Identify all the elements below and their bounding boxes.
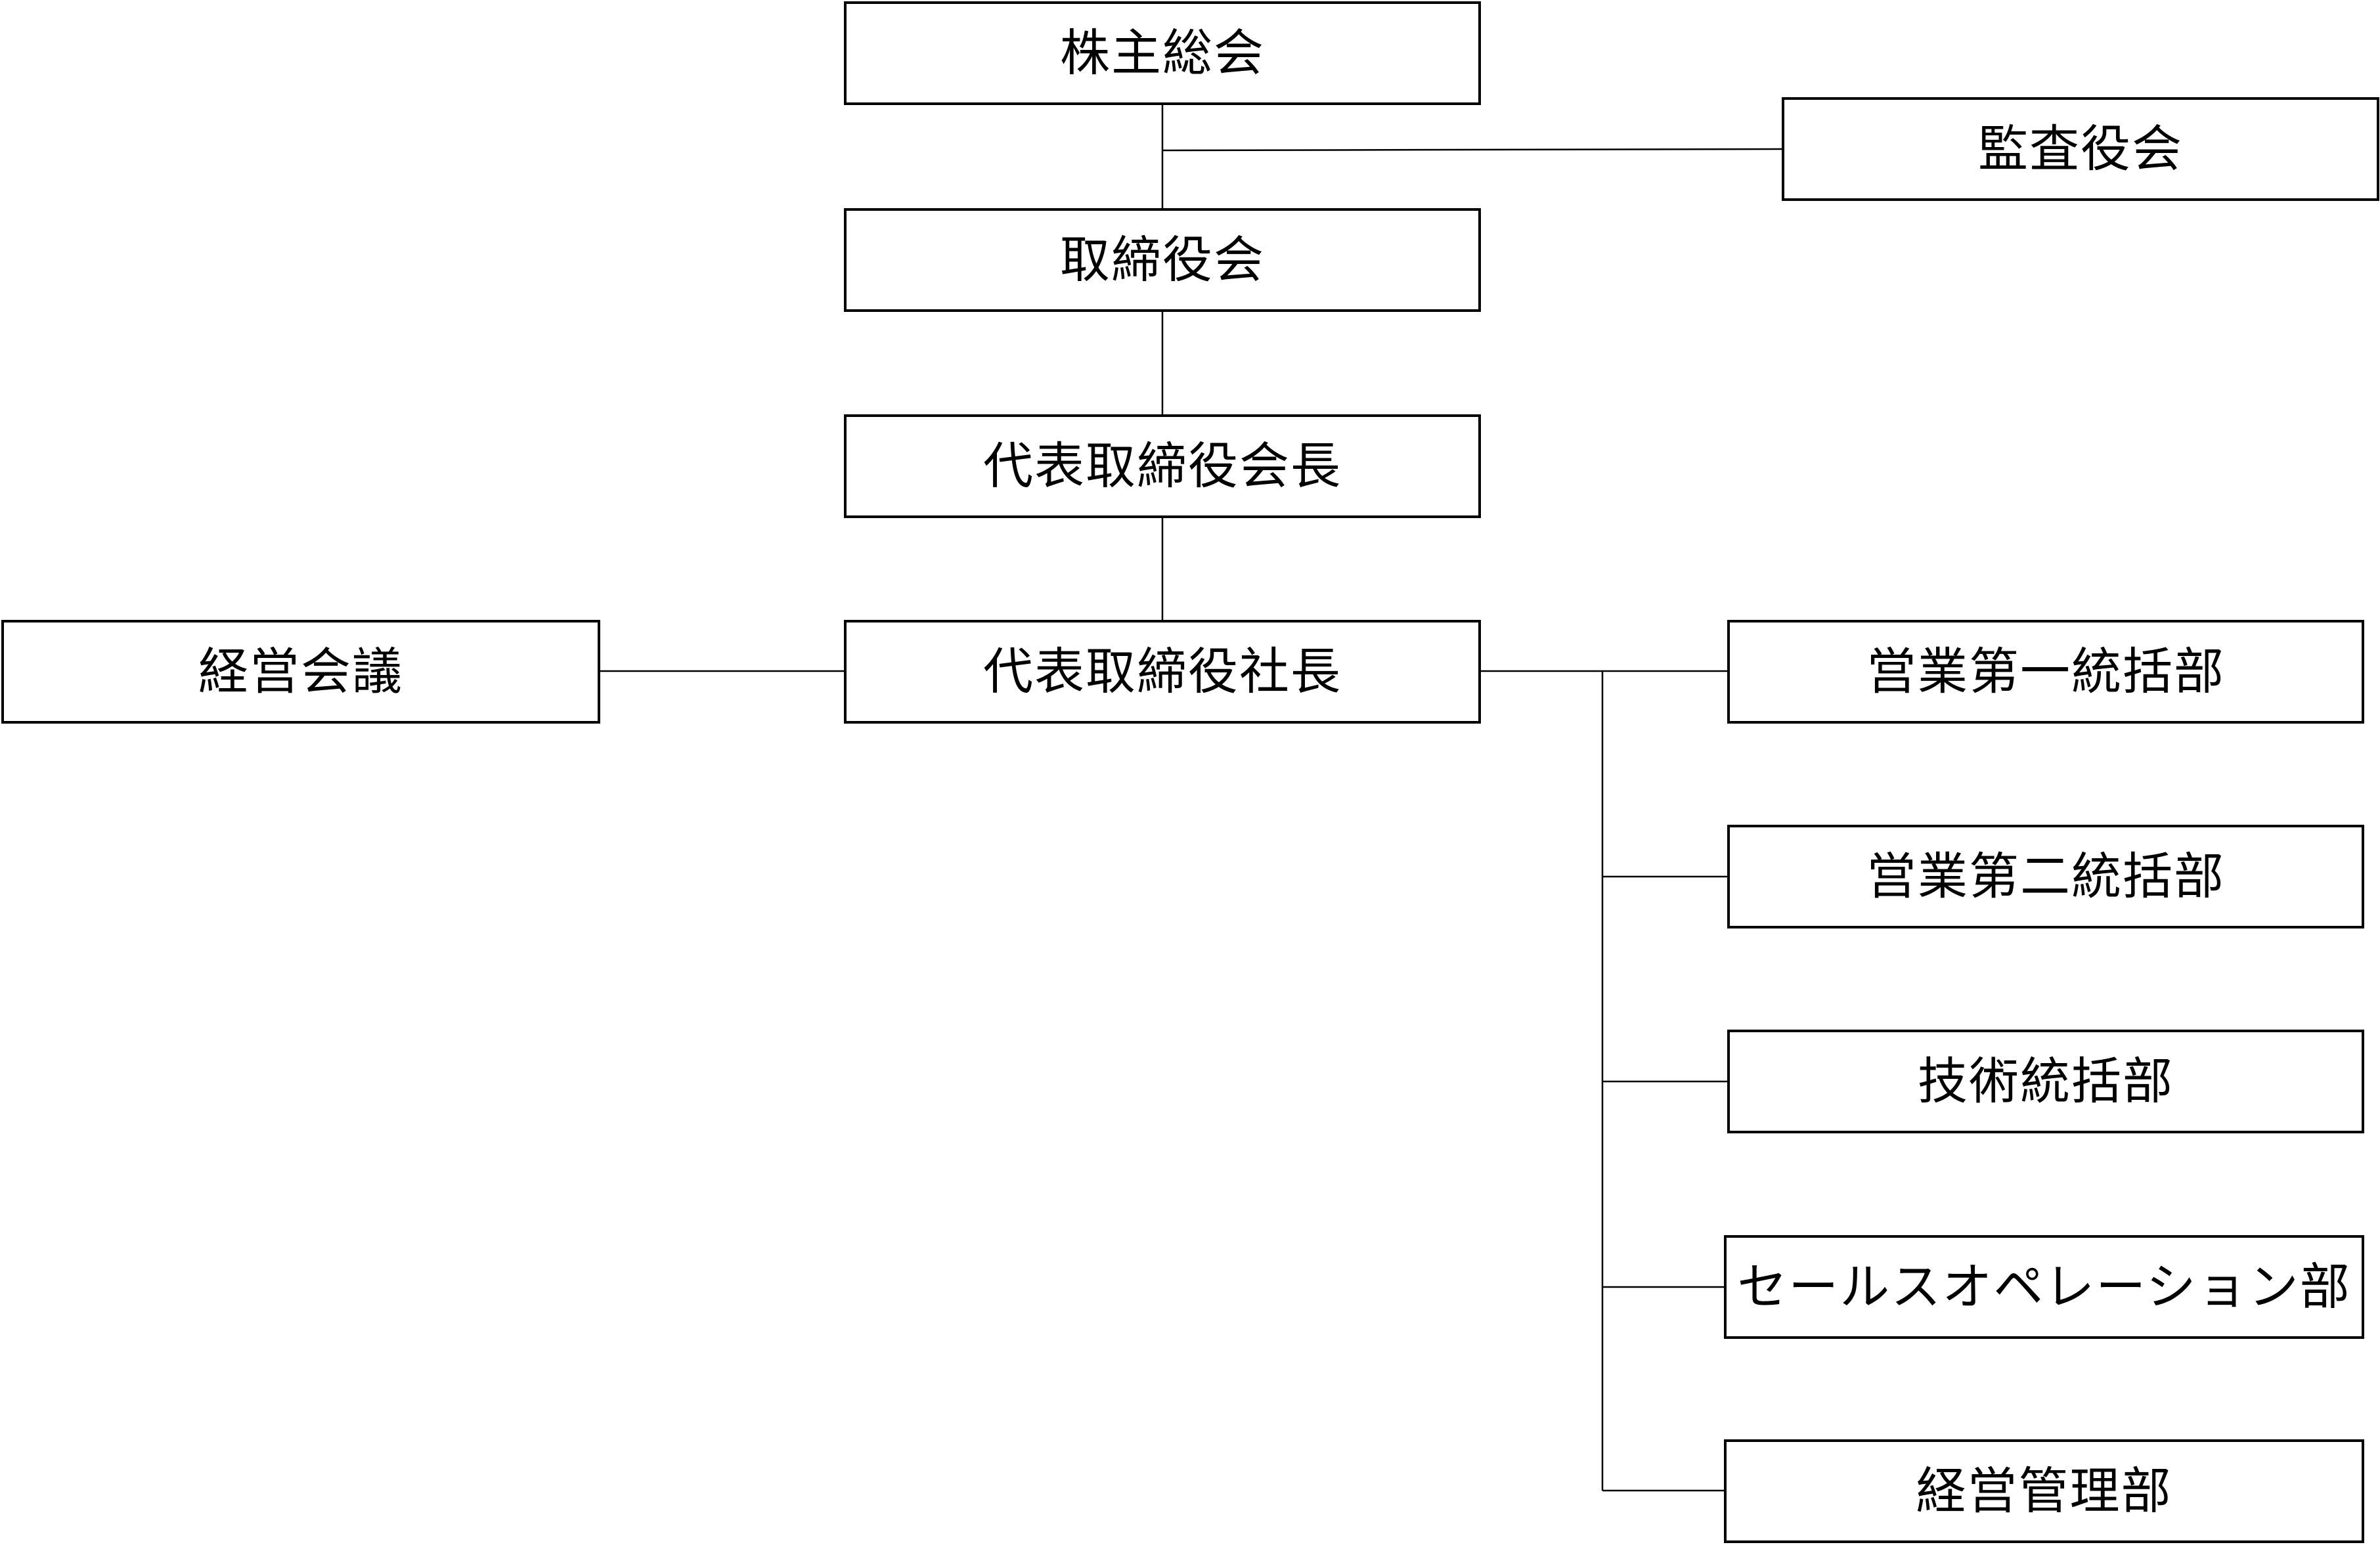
technology-division-label: 技術統括部 [1918,1052,2174,1110]
audit-board-box: 監査役会 [1782,97,2379,201]
president-label: 代表取締役社長 [983,642,1342,701]
sales-division-2-box: 営業第二統括部 [1727,825,2364,928]
sales-operations-dept-box: セールスオペレーション部 [1724,1235,2364,1339]
management-admin-dept-box: 経営管理部 [1724,1439,2364,1543]
president-box: 代表取締役社長 [844,620,1481,724]
audit-board-label: 監査役会 [1978,120,2183,178]
board-of-directors-box: 取締役会 [844,208,1481,312]
sales-division-2-label: 営業第二統括部 [1866,847,2225,905]
connector-to-audit-board [1162,148,1782,152]
sales-division-1-label: 営業第一統括部 [1866,642,2225,701]
technology-division-box: 技術統括部 [1727,1030,2364,1133]
management-admin-dept-label: 経営管理部 [1916,1462,2172,1520]
chairman-label: 代表取締役会長 [983,437,1342,495]
management-meeting-box: 経営会議 [1,620,600,724]
chairman-box: 代表取締役会長 [844,414,1481,518]
board-of-directors-label: 取締役会 [1060,230,1265,289]
shareholders-meeting-box: 株主総会 [844,1,1481,105]
sales-operations-dept-label: セールスオペレーション部 [1737,1257,2351,1316]
management-meeting-label: 経営会議 [198,642,403,701]
sales-division-1-box: 営業第一統括部 [1727,620,2364,724]
shareholders-meeting-label: 株主総会 [1060,24,1265,82]
